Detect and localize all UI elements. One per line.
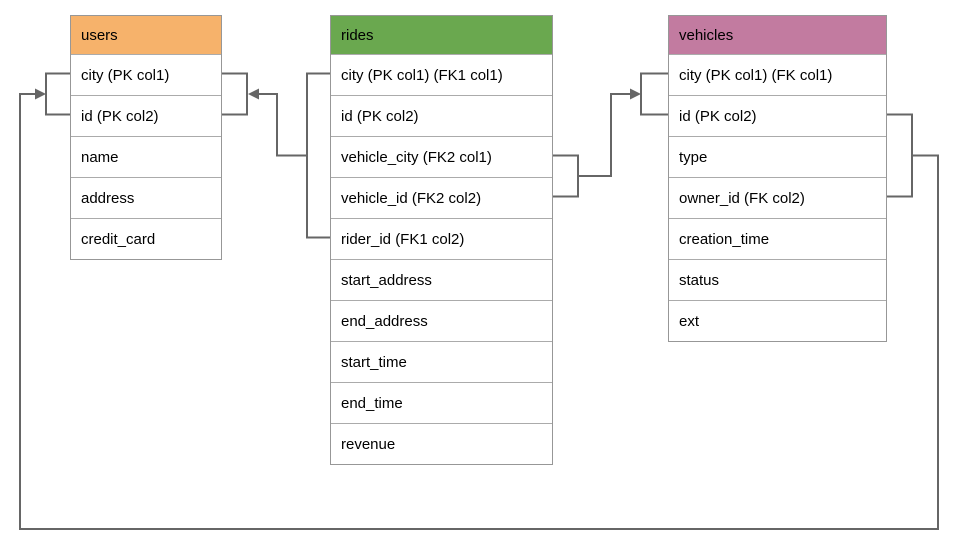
table-users-header: users xyxy=(71,16,221,54)
users-left-bracket xyxy=(45,72,70,116)
arrowhead-to-users-left-icon xyxy=(35,88,46,100)
rides-fk1-bracket xyxy=(306,72,330,239)
users-fk-bracket xyxy=(221,72,248,116)
table-users: users city (PK col1) id (PK col2) name a… xyxy=(70,15,222,260)
table-row: status xyxy=(669,259,886,300)
table-row: creation_time xyxy=(669,218,886,259)
table-row: id (PK col2) xyxy=(669,95,886,136)
rides-users-connector-line xyxy=(259,93,307,157)
table-row: address xyxy=(71,177,221,218)
table-rides-header: rides xyxy=(331,16,552,54)
relationship-rides-users xyxy=(221,72,330,239)
table-row: id (PK col2) xyxy=(71,95,221,136)
table-row: ext xyxy=(669,300,886,341)
table-row: end_address xyxy=(331,300,552,341)
table-row: vehicle_id (FK2 col2) xyxy=(331,177,552,218)
rides-vehicles-connector-line xyxy=(578,93,630,177)
table-row: id (PK col2) xyxy=(331,95,552,136)
arrowhead-to-vehicles-icon xyxy=(630,88,641,100)
vehicles-pk-bracket xyxy=(640,72,668,116)
table-rides: rides city (PK col1) (FK1 col1) id (PK c… xyxy=(330,15,553,465)
table-row: owner_id (FK col2) xyxy=(669,177,886,218)
table-row: start_time xyxy=(331,341,552,382)
table-row: end_time xyxy=(331,382,552,423)
table-row: type xyxy=(669,136,886,177)
arrowhead-to-users-icon xyxy=(248,88,259,100)
table-row: name xyxy=(71,136,221,177)
table-row: start_address xyxy=(331,259,552,300)
table-row: credit_card xyxy=(71,218,221,259)
table-row: vehicle_city (FK2 col1) xyxy=(331,136,552,177)
table-row: city (PK col1) (FK1 col1) xyxy=(331,54,552,95)
table-row: revenue xyxy=(331,423,552,464)
relationship-rides-vehicles xyxy=(552,72,668,198)
rides-fk2-bracket xyxy=(552,154,579,198)
vehicles-fk-bracket xyxy=(886,113,913,198)
table-row: city (PK col1) xyxy=(71,54,221,95)
table-row: rider_id (FK1 col2) xyxy=(331,218,552,259)
table-vehicles: vehicles city (PK col1) (FK col1) id (PK… xyxy=(668,15,887,342)
table-row: city (PK col1) (FK col1) xyxy=(669,54,886,95)
table-vehicles-header: vehicles xyxy=(669,16,886,54)
